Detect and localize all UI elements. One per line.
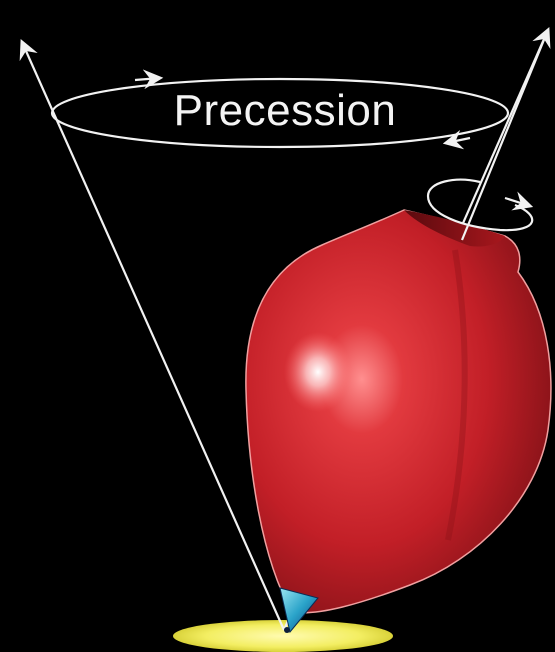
floor-glow (173, 620, 393, 652)
precession-arrow-bottom (446, 138, 470, 143)
tip-point (284, 627, 290, 633)
precession-label: Precession (150, 83, 420, 139)
spin-axis-front (462, 30, 548, 240)
top-highlight (284, 332, 352, 412)
spinning-top (246, 210, 551, 633)
spin-arrow-head (505, 198, 530, 206)
precession-arrow-top (135, 78, 160, 80)
top-body (246, 210, 551, 613)
